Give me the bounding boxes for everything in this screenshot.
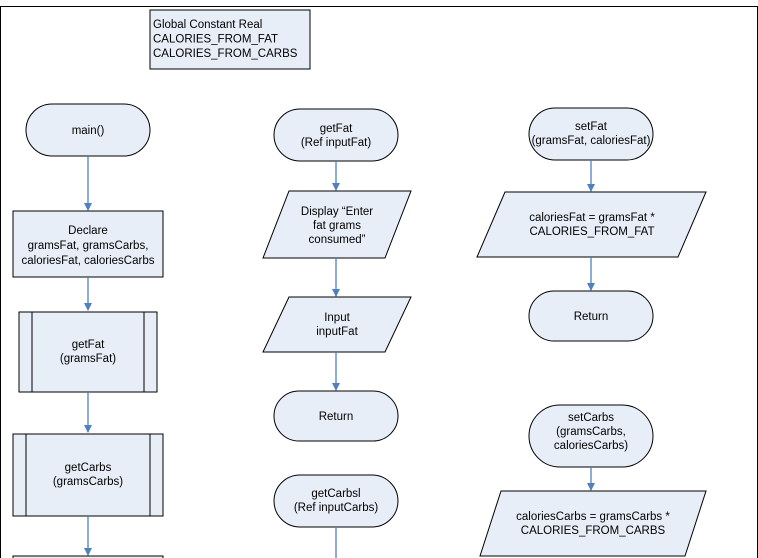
call-getcarbs-text: getCarbs (gramsCarbs)	[53, 462, 123, 488]
input-fat-io	[262, 296, 412, 353]
text-line: fat grams	[313, 220, 361, 232]
text-line: CALORIES_FROM_FAT	[529, 226, 654, 238]
setfat-terminal	[528, 107, 654, 161]
text-line: caloriesCarbs)	[554, 440, 628, 452]
setfat-return-text: Return	[574, 311, 609, 323]
call-getcarbs-module	[12, 433, 164, 517]
text-line: (gramsFat, caloriesFat)	[532, 135, 651, 147]
getfat-terminal-text: getFat (Ref inputFat)	[301, 123, 371, 149]
text-line: inputFat	[316, 326, 358, 338]
getcarbs-terminal	[273, 474, 399, 528]
setfat-calc-text: caloriesFat = gramsFat * CALORIES_FROM_FA…	[529, 212, 655, 238]
setfat-terminal-text: setFat (gramsFat, caloriesFat)	[532, 121, 651, 147]
text-line: setFat	[575, 121, 608, 133]
text-line: CALORIES_FROM_CARBS	[153, 48, 298, 60]
text-line: consumed”	[309, 234, 366, 246]
getfat-return-terminal	[273, 390, 399, 442]
setcarbs-calc-text: caloriesCarbs = gramsCarbs * CALORIES_FRO…	[516, 511, 670, 537]
text-line: Global Constant Real	[153, 19, 262, 31]
text-line: Return	[319, 411, 354, 423]
declare-box	[12, 210, 164, 278]
text-line: CALORIES_FROM_CARBS	[521, 525, 666, 537]
text-line: Declare	[68, 225, 108, 237]
call-getfat-module	[18, 311, 158, 393]
text-line: getCarbs	[65, 462, 112, 474]
main-terminal-text: main()	[72, 125, 105, 137]
text-line: getFat	[320, 123, 353, 135]
text-line: gramsFat, gramsCarbs,	[28, 240, 149, 252]
setcarbs-calc-io	[479, 490, 707, 557]
text-line: caloriesCarbs = gramsCarbs *	[516, 511, 670, 523]
setfat-calc-io	[476, 191, 707, 258]
text-line: (Ref inputCarbs)	[294, 502, 379, 514]
text-line: getFat	[72, 339, 105, 351]
text-line: (gramsCarbs)	[53, 476, 123, 488]
setfat-return-terminal	[528, 290, 654, 342]
call-getfat-text: getFat (gramsFat)	[60, 339, 116, 365]
text-line: (gramsCarbs,	[556, 426, 626, 438]
text-line: caloriesFat = gramsFat *	[529, 212, 655, 224]
text-line: Display “Enter	[301, 206, 373, 218]
display-prompt-text: Display “Enter fat grams consumed”	[301, 206, 373, 246]
text-line: Return	[574, 311, 609, 323]
input-fat-text: Input inputFat	[316, 312, 358, 338]
text-line: caloriesFat, caloriesCarbs	[22, 255, 155, 267]
text-line: getCarbsl	[311, 488, 360, 500]
setcarbs-terminal-text: setCarbs (gramsCarbs, caloriesCarbs)	[554, 412, 628, 452]
text-line: (gramsFat)	[60, 353, 116, 365]
text-line: setCarbs	[568, 412, 614, 424]
text-line: main()	[72, 125, 105, 137]
text-line: CALORIES_FROM_FAT	[153, 34, 278, 46]
global-constants-box	[149, 9, 311, 70]
next-module-partial	[12, 555, 164, 558]
getfat-return-text: Return	[319, 411, 354, 423]
getcarbs-terminal-text: getCarbsl (Ref inputCarbs)	[294, 488, 379, 514]
display-prompt-io	[262, 190, 412, 259]
text-line: (Ref inputFat)	[301, 137, 371, 149]
getfat-terminal	[273, 108, 399, 162]
declare-box-text: Declare gramsFat, gramsCarbs, caloriesFat,…	[22, 225, 155, 267]
text-line: Input	[324, 312, 350, 324]
